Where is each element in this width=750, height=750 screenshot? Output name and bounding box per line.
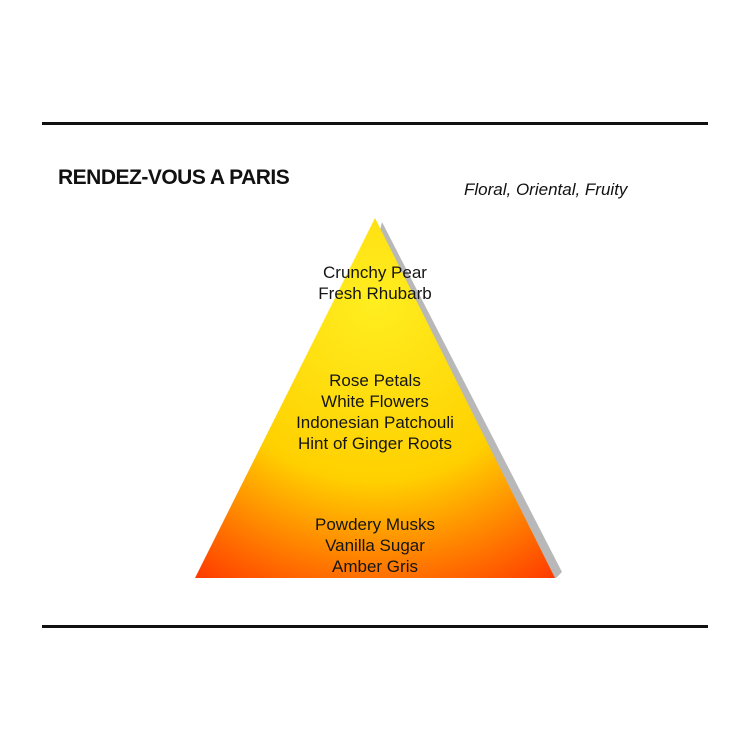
note-label: Rose Petals xyxy=(329,371,421,390)
note-label: Powdery Musks xyxy=(315,515,435,534)
pyramid-shadow xyxy=(380,222,562,578)
heart-notes: Rose Petals White Flowers Indonesian Pat… xyxy=(225,370,525,454)
note-label: Hint of Ginger Roots xyxy=(297,434,452,453)
note-label: White Flowers xyxy=(321,392,429,411)
bottom-divider xyxy=(42,625,708,628)
pyramid-triangle xyxy=(195,218,555,578)
fragrance-families: Floral, Oriental, Fruity xyxy=(464,180,628,199)
base-notes: Powdery Musks Vanilla Sugar Amber Gris xyxy=(225,514,525,577)
perfume-title: RENDEZ-VOUS A PARIS xyxy=(58,166,290,189)
note-label: Indonesian Patchouli xyxy=(296,413,454,432)
note-label: Vanilla Sugar xyxy=(325,536,425,555)
top-divider xyxy=(42,122,708,125)
note-label: Amber Gris xyxy=(332,557,418,576)
note-label: Crunchy Pear xyxy=(323,263,427,282)
note-label: Fresh Rhubarb xyxy=(318,284,432,303)
top-notes: Crunchy Pear Fresh Rhubarb xyxy=(225,262,525,304)
